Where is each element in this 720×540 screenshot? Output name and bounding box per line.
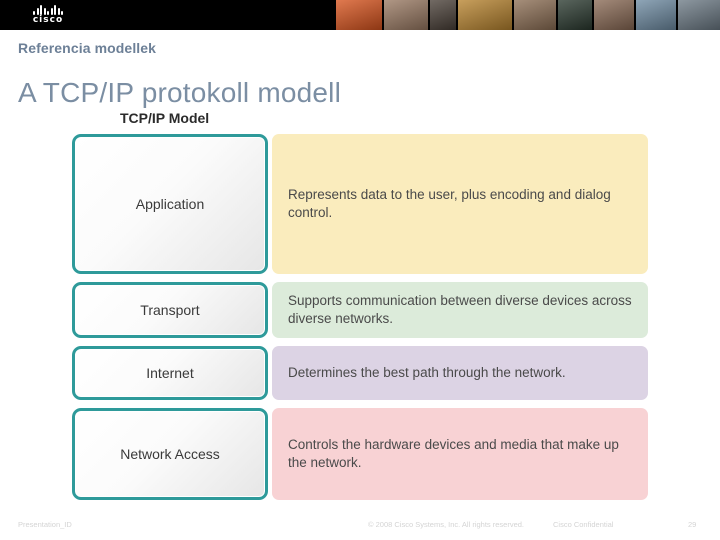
cisco-logo-bar [61,11,63,15]
photo-abstract-orange [336,0,382,30]
slide-eyebrow: Referencia modellek [18,40,157,56]
cisco-wordmark: cisco [32,15,64,25]
layer-description-network-access: Controls the hardware devices and media … [272,408,648,500]
layer-rows: Application Represents data to the user, … [72,134,648,500]
top-banner: cisco [0,0,720,30]
cisco-logo-bar [40,5,42,15]
layer-description-internet: Determines the best path through the net… [272,346,648,400]
photo-man-white-shirt [636,0,676,30]
cisco-logo-bar [36,8,39,15]
layer-label-application: Application [135,196,205,212]
cisco-logo: cisco [12,4,84,28]
footer-page-number: 29 [688,520,697,529]
cisco-logo-bar [57,8,60,15]
footer-presentation-id: Presentation_ID [18,520,72,529]
photo-woman-asian [594,0,634,30]
layer-label-transport: Transport [140,302,200,318]
layer-description-application: Represents data to the user, plus encodi… [272,134,648,274]
layer-description-transport: Supports communication between diverse d… [272,282,648,338]
layer-box-internet[interactable]: Internet [72,346,268,400]
diagram-title: TCP/IP Model [120,110,210,126]
layer-label-internet: Internet [146,365,194,381]
cisco-logo-bar [50,8,53,15]
layer-row-network-access: Network Access Controls the hardware devi… [72,408,648,500]
page-title: A TCP/IP protokoll modell [18,76,342,108]
tcpip-model-diagram: TCP/IP Model Application Represents data … [72,110,648,508]
cisco-logo-bar [54,5,56,15]
photo-woman-yellow-scarf [458,0,512,30]
footer-copyright: © 2008 Cisco Systems, Inc. All rights re… [368,520,525,529]
slide-footer: Presentation_ID © 2008 Cisco Systems, In… [0,520,720,534]
layer-row-transport: Transport Supports communication between … [72,282,648,338]
cisco-logo-bar [33,11,35,15]
layer-box-transport[interactable]: Transport [72,282,268,338]
cisco-logo-bar [47,11,49,15]
photo-woman-headscarf [514,0,556,30]
photo-woman-dark-hair [384,0,428,30]
layer-row-application: Application Represents data to the user, … [72,134,648,274]
photo-circuit-green [558,0,592,30]
cisco-logo-bar [43,8,46,15]
layer-box-network-access[interactable]: Network Access [72,408,268,500]
layer-box-application[interactable]: Application [72,134,268,274]
photo-man-cap [678,0,720,30]
footer-confidential: Cisco Confidential [553,520,614,529]
cisco-logo-bars [12,4,84,15]
layer-label-network-access: Network Access [120,446,220,462]
photo-man-thinking [430,0,456,30]
layer-row-internet: Internet Determines the best path through… [72,346,648,400]
banner-photo-strip [336,0,720,30]
